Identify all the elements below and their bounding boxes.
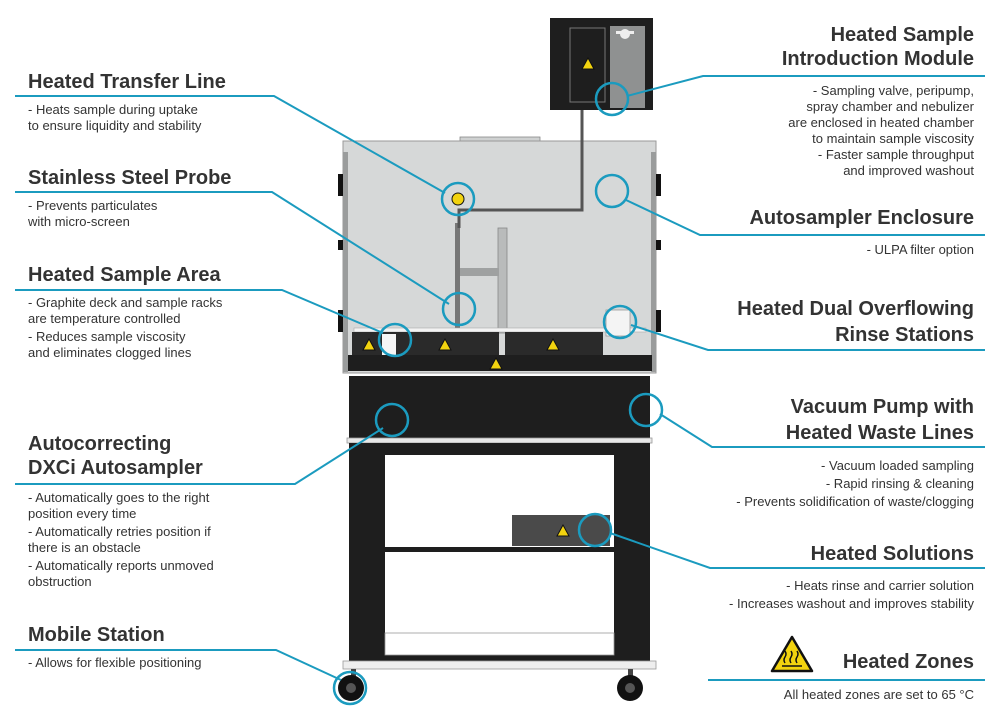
leader-heated-solutions	[609, 532, 985, 569]
label-title: Heated Solutions	[810, 543, 974, 565]
label-line: - Increases washout and improves stabili…	[729, 596, 974, 611]
warning-icon-group	[362, 56, 595, 537]
caster-wheel-right	[617, 675, 643, 701]
warning-icon	[581, 56, 595, 70]
warning-icon	[362, 337, 376, 351]
graphite-deck	[348, 309, 652, 371]
label-title: Vacuum Pump with Heated Waste Lines	[785, 396, 974, 444]
callout-circle	[374, 402, 410, 438]
warning-icon	[489, 356, 503, 370]
leader-vacuum-pump	[659, 413, 985, 448]
label-title: Stainless Steel Probe	[28, 167, 232, 189]
label-line: - Prevents particulates with micro-scree…	[28, 198, 158, 229]
label-stainless-steel-probe: Stainless Steel Probe - Prevents particu…	[28, 166, 328, 230]
leader-stainless-steel-probe	[15, 191, 450, 305]
label-line: All heated zones are set to 65 °C	[783, 687, 974, 702]
label-title: Autosampler Enclosure	[749, 207, 974, 229]
label-heated-transfer-line: Heated Transfer Line - Heats sample duri…	[28, 70, 328, 134]
warning-icon	[438, 337, 452, 351]
callout-circle	[594, 173, 630, 209]
callout-circle	[440, 181, 476, 217]
leader-heated-sample-introduction-module	[626, 75, 985, 97]
leader-heated-dual-overflowing-rinse-stations	[630, 324, 985, 351]
autosampler-arm	[455, 223, 508, 334]
callout-circle	[441, 291, 477, 327]
callout-circle	[577, 512, 613, 548]
label-vacuum-pump: Vacuum Pump with Heated Waste Lines - Va…	[674, 394, 974, 510]
callout-circle	[602, 304, 638, 340]
callout-circle	[594, 81, 630, 117]
label-line: - Automatically goes to the right positi…	[28, 490, 210, 521]
label-title: Heated Zones	[842, 651, 974, 673]
warning-icon	[556, 523, 570, 537]
leader-autosampler-enclosure	[625, 199, 985, 236]
warning-icon	[546, 337, 560, 351]
label-line: - ULPA filter option	[866, 242, 974, 257]
label-title: Heated Sample Area	[28, 264, 221, 286]
label-autosampler-enclosure: Autosampler Enclosure - ULPA filter opti…	[674, 206, 974, 258]
callout-leaders	[15, 75, 985, 706]
callout-circle	[377, 322, 413, 358]
callout-circle	[332, 670, 368, 706]
leader-mobile-station	[15, 649, 342, 681]
leader-heated-sample-area	[15, 289, 384, 334]
label-mobile-station: Mobile Station - Allows for flexible pos…	[28, 623, 328, 671]
label-line: - Sampling valve, peripump, spray chambe…	[788, 83, 974, 146]
leader-heated-transfer-line	[15, 95, 446, 194]
label-line: - Reduces sample viscosity and eliminate…	[28, 329, 192, 360]
label-title: Autocorrecting DXCi Autosampler	[28, 433, 203, 479]
label-heated-solutions: Heated Solutions - Heats rinse and carri…	[654, 542, 974, 612]
label-line: - Prevents solidification of waste/clogg…	[736, 494, 974, 509]
heated-zones-warning-icon	[770, 635, 814, 673]
mobile-cart	[342, 376, 657, 679]
label-line: - Heats sample during uptake to ensure l…	[28, 102, 202, 133]
heated-transfer-tube	[457, 110, 584, 228]
label-heated-dual-overflowing-rinse-stations: Heated Dual Overflowing Rinse Stations	[674, 296, 974, 348]
sample-introduction-module	[550, 18, 653, 110]
label-line: - Automatically retries position if ther…	[28, 524, 211, 555]
label-line: - Faster sample throughput and improved …	[817, 147, 974, 178]
label-line: - Rapid rinsing & cleaning	[825, 476, 974, 491]
label-title: Heated Sample Introduction Module	[781, 24, 974, 70]
label-autocorrecting-autosampler: Autocorrecting DXCi Autosampler - Automa…	[28, 432, 328, 590]
label-line: - Vacuum loaded sampling	[821, 458, 974, 473]
label-title: Heated Transfer Line	[28, 71, 226, 93]
label-title: Heated Dual Overflowing Rinse Stations	[737, 298, 974, 346]
label-heated-sample-introduction-module: Heated Sample Introduction Module - Samp…	[674, 23, 974, 179]
label-line: - Allows for flexible positioning	[28, 655, 202, 670]
label-line: - Automatically reports unmoved obstruct…	[28, 558, 214, 589]
caster-wheel-left	[338, 675, 364, 701]
warning-icon	[451, 192, 465, 206]
label-line: - Heats rinse and carrier solution	[786, 578, 974, 593]
label-title: Mobile Station	[28, 624, 165, 646]
label-line: - Graphite deck and sample racks are tem…	[28, 295, 223, 326]
label-heated-sample-area: Heated Sample Area - Graphite deck and s…	[28, 263, 328, 361]
label-heated-zones: Heated Zones All heated zones are set to…	[734, 650, 974, 703]
callout-circle	[628, 392, 664, 428]
leader-autocorrecting-autosampler	[15, 427, 384, 485]
